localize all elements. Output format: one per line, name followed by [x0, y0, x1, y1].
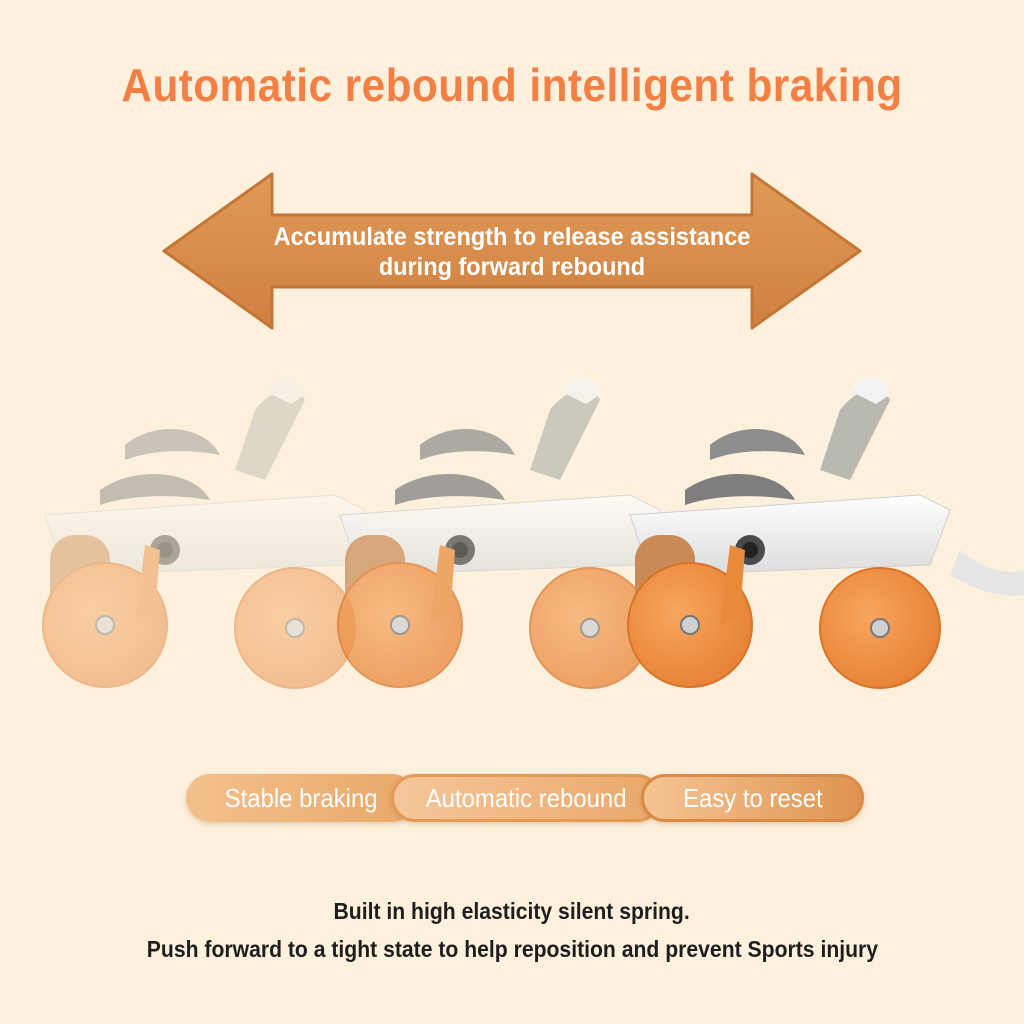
caption-text-1: Built in high elasticity silent spring.: [333, 898, 691, 924]
caption-line-2: Push forward to a tight state to help re…: [0, 936, 1024, 963]
double-arrow-icon: [162, 172, 862, 330]
feature-pills: Stable braking Automatic rebound Easy to…: [186, 774, 864, 822]
double-arrow-banner: Accumulate strength to release assistanc…: [160, 170, 864, 332]
feature-pill-easy-to-reset: Easy to reset: [641, 774, 864, 822]
feature-label: Easy to reset: [682, 783, 823, 813]
arrow-text-line-1: Accumulate strength to release assistanc…: [273, 223, 751, 251]
feature-label: Stable braking: [224, 783, 378, 813]
arrow-text-line-2: during forward rebound: [378, 253, 646, 281]
caption-line-1: Built in high elasticity silent spring.: [0, 898, 1024, 925]
feature-label: Automatic rebound: [425, 783, 627, 813]
page-headline: Automatic rebound intelligent braking: [121, 59, 903, 111]
ab-roller-sequence-image: [42, 376, 1024, 689]
feature-pill-automatic-rebound: Automatic rebound: [391, 774, 661, 822]
feature-pill-stable-braking: Stable braking: [186, 774, 416, 822]
caption-text-2: Push forward to a tight state to help re…: [146, 936, 878, 962]
ab-roller-product-illustration: [0, 370, 1024, 710]
